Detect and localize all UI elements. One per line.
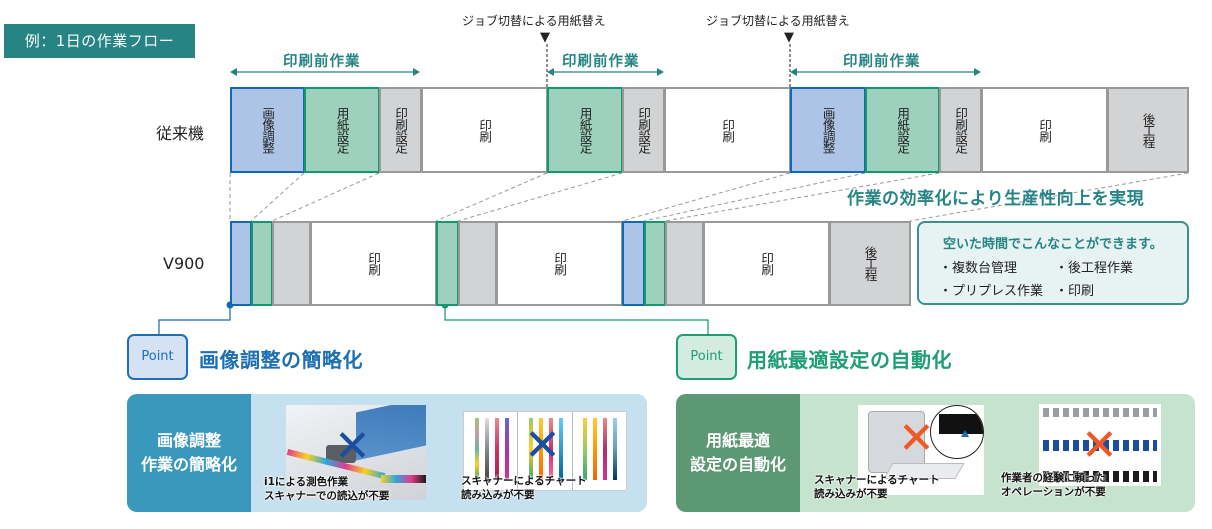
block-print-setting: 印刷設定 [939, 87, 982, 173]
block-image-adjust: 画像調整 [230, 87, 305, 173]
job-switch-label-1: ジョブ切替による用紙替え [462, 14, 606, 28]
cross-icon: ✕ [898, 413, 935, 464]
cross-icon: ✕ [524, 420, 561, 471]
row-label-v900: V900 [163, 254, 205, 273]
pre-print-arrow-1 [230, 68, 420, 76]
info-item: ・後工程作業 [1055, 261, 1134, 276]
pre-print-label-3: 印刷前作業 [843, 54, 921, 70]
block-paper-setting [644, 221, 666, 306]
block-print: 印刷 [421, 87, 548, 173]
block-print: 印刷 [664, 87, 791, 173]
caption-chart-scan: スキャナーによるチャート読み込みが不要 [461, 475, 587, 501]
scanner-chart-image: ✕ [463, 411, 627, 491]
panel-label: 用紙最適設定の自動化 [676, 394, 800, 512]
block-print: 印刷 [310, 221, 437, 306]
info-box-title: 空いた時間でこんなことができます。 [943, 237, 1163, 252]
block-print: 印刷 [496, 221, 623, 306]
panel-label-line2: 設定の自動化 [689, 455, 786, 474]
cross-icon: ✕ [1081, 420, 1118, 471]
block-print: 印刷 [981, 87, 1108, 173]
block-image-adjust: 画像調整 [790, 87, 866, 173]
point-title-image-adjust: 画像調整の簡略化 [199, 348, 363, 372]
job-switch-marker-icon-1: ▼ [540, 30, 550, 45]
block-print-setting [665, 221, 704, 306]
image-adjust-panel: 画像調整作業の簡略化 ✕ i1による測色作業スキャナーでの読込が不要 ✕ スキャ… [127, 394, 647, 512]
caption-operator-experience: 作業者の経験に頼ったオペレーションが不要 [1001, 472, 1106, 498]
job-switch-marker-icon-2: ▼ [784, 30, 794, 45]
block-print-setting: 印刷設定 [379, 87, 422, 173]
panel-label: 画像調整作業の簡略化 [127, 394, 251, 512]
scanner-machine-illustration: ✕ [858, 405, 984, 495]
pre-print-arrow-2 [547, 68, 664, 76]
block-image-adjust [622, 221, 645, 306]
point-connector-blue [158, 301, 234, 335]
pre-print-arrow-3 [790, 68, 981, 76]
caption-i1: i1による測色作業スキャナーでの読込が不要 [264, 476, 390, 502]
point-badge-paper-setting: Point [676, 334, 737, 380]
block-post-process: 後工程 [829, 221, 911, 306]
color-strip [381, 475, 426, 483]
operation-pattern-image: ✕ [1039, 404, 1161, 486]
info-item: ・印刷 [1055, 284, 1095, 299]
pre-print-label-2: 印刷前作業 [562, 54, 640, 70]
panel-label-line1: 画像調整 [156, 431, 221, 450]
block-print-setting: 印刷設定 [622, 87, 665, 173]
info-item: ・複数台管理 [939, 261, 1018, 276]
productivity-tagline: 作業の効率化により生産性向上を実現 [847, 189, 1145, 209]
block-post-process: 後工程 [1107, 87, 1189, 173]
i1-measurement-photo: ✕ [286, 405, 426, 500]
flow-title-badge: 例：1日の作業フロー [4, 24, 195, 58]
point-title-paper-setting: 用紙最適設定の自動化 [747, 348, 952, 372]
info-item: ・プリプレス作業 [939, 284, 1044, 299]
block-paper-setting: 用紙設定 [547, 87, 623, 173]
job-switch-label-2: ジョブ切替による用紙替え [706, 14, 850, 28]
block-print-setting [272, 221, 311, 306]
block-print-setting [458, 221, 497, 306]
block-print: 印刷 [703, 221, 830, 306]
mapping-lines [229, 172, 1189, 222]
caption-scanner-chart: スキャナーによるチャート読み込みが不要 [814, 474, 940, 500]
row-label-conventional: 従来機 [156, 124, 205, 143]
point-badge-image-adjust: Point [127, 334, 188, 380]
cross-icon: ✕ [334, 421, 371, 472]
panel-label-line2: 作業の簡略化 [140, 455, 237, 474]
paper-setting-panel: 用紙最適設定の自動化 ✕ スキャナーによるチャート読み込みが不要 ✕ 作業者の経… [676, 394, 1195, 512]
block-image-adjust [230, 221, 252, 306]
device-shape [326, 445, 356, 463]
block-paper-setting: 用紙設定 [865, 87, 940, 173]
free-time-info-box: 空いた時間でこんなことができます。 ・複数台管理 ・後工程作業 ・プリプレス作業… [917, 221, 1189, 305]
zoom-circle [930, 405, 984, 459]
block-paper-setting: 用紙設定 [304, 87, 380, 173]
machine-shape [868, 411, 925, 473]
panel-label-line1: 用紙最適 [705, 431, 770, 450]
block-paper-setting [251, 221, 273, 306]
block-paper-setting [436, 221, 459, 306]
point-connector-green [441, 301, 709, 335]
pre-print-label-1: 印刷前作業 [283, 54, 361, 70]
